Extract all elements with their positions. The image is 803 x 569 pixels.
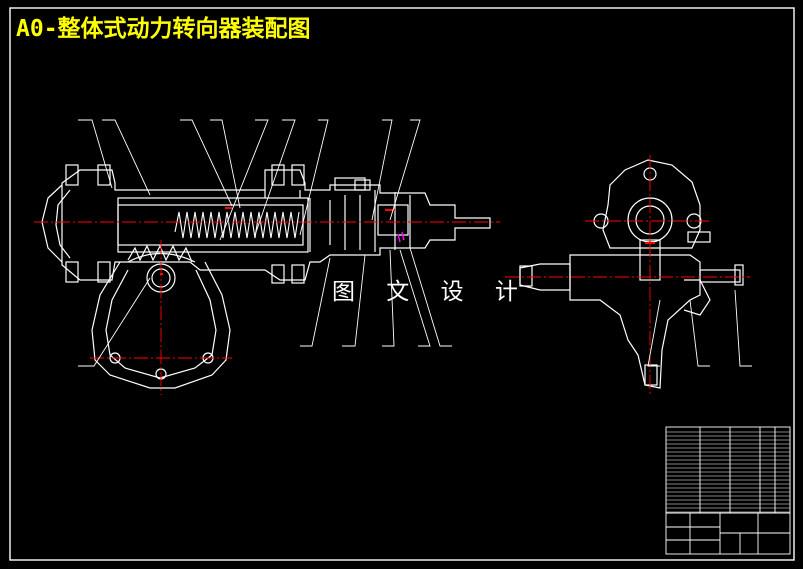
side-view — [519, 159, 744, 389]
title-block — [665, 426, 791, 555]
main-section-view — [41, 164, 491, 284]
worm-screw — [174, 211, 300, 239]
sector-gear — [127, 244, 196, 263]
leader-lines — [78, 119, 752, 367]
watermark-text: 图 文 设 计 — [332, 279, 530, 305]
drawing-title: A0-整体式动力转向器装配图 — [16, 16, 311, 42]
drawing-border — [9, 7, 795, 561]
title-block-rows — [666, 431, 790, 513]
accent-marks — [397, 231, 405, 243]
